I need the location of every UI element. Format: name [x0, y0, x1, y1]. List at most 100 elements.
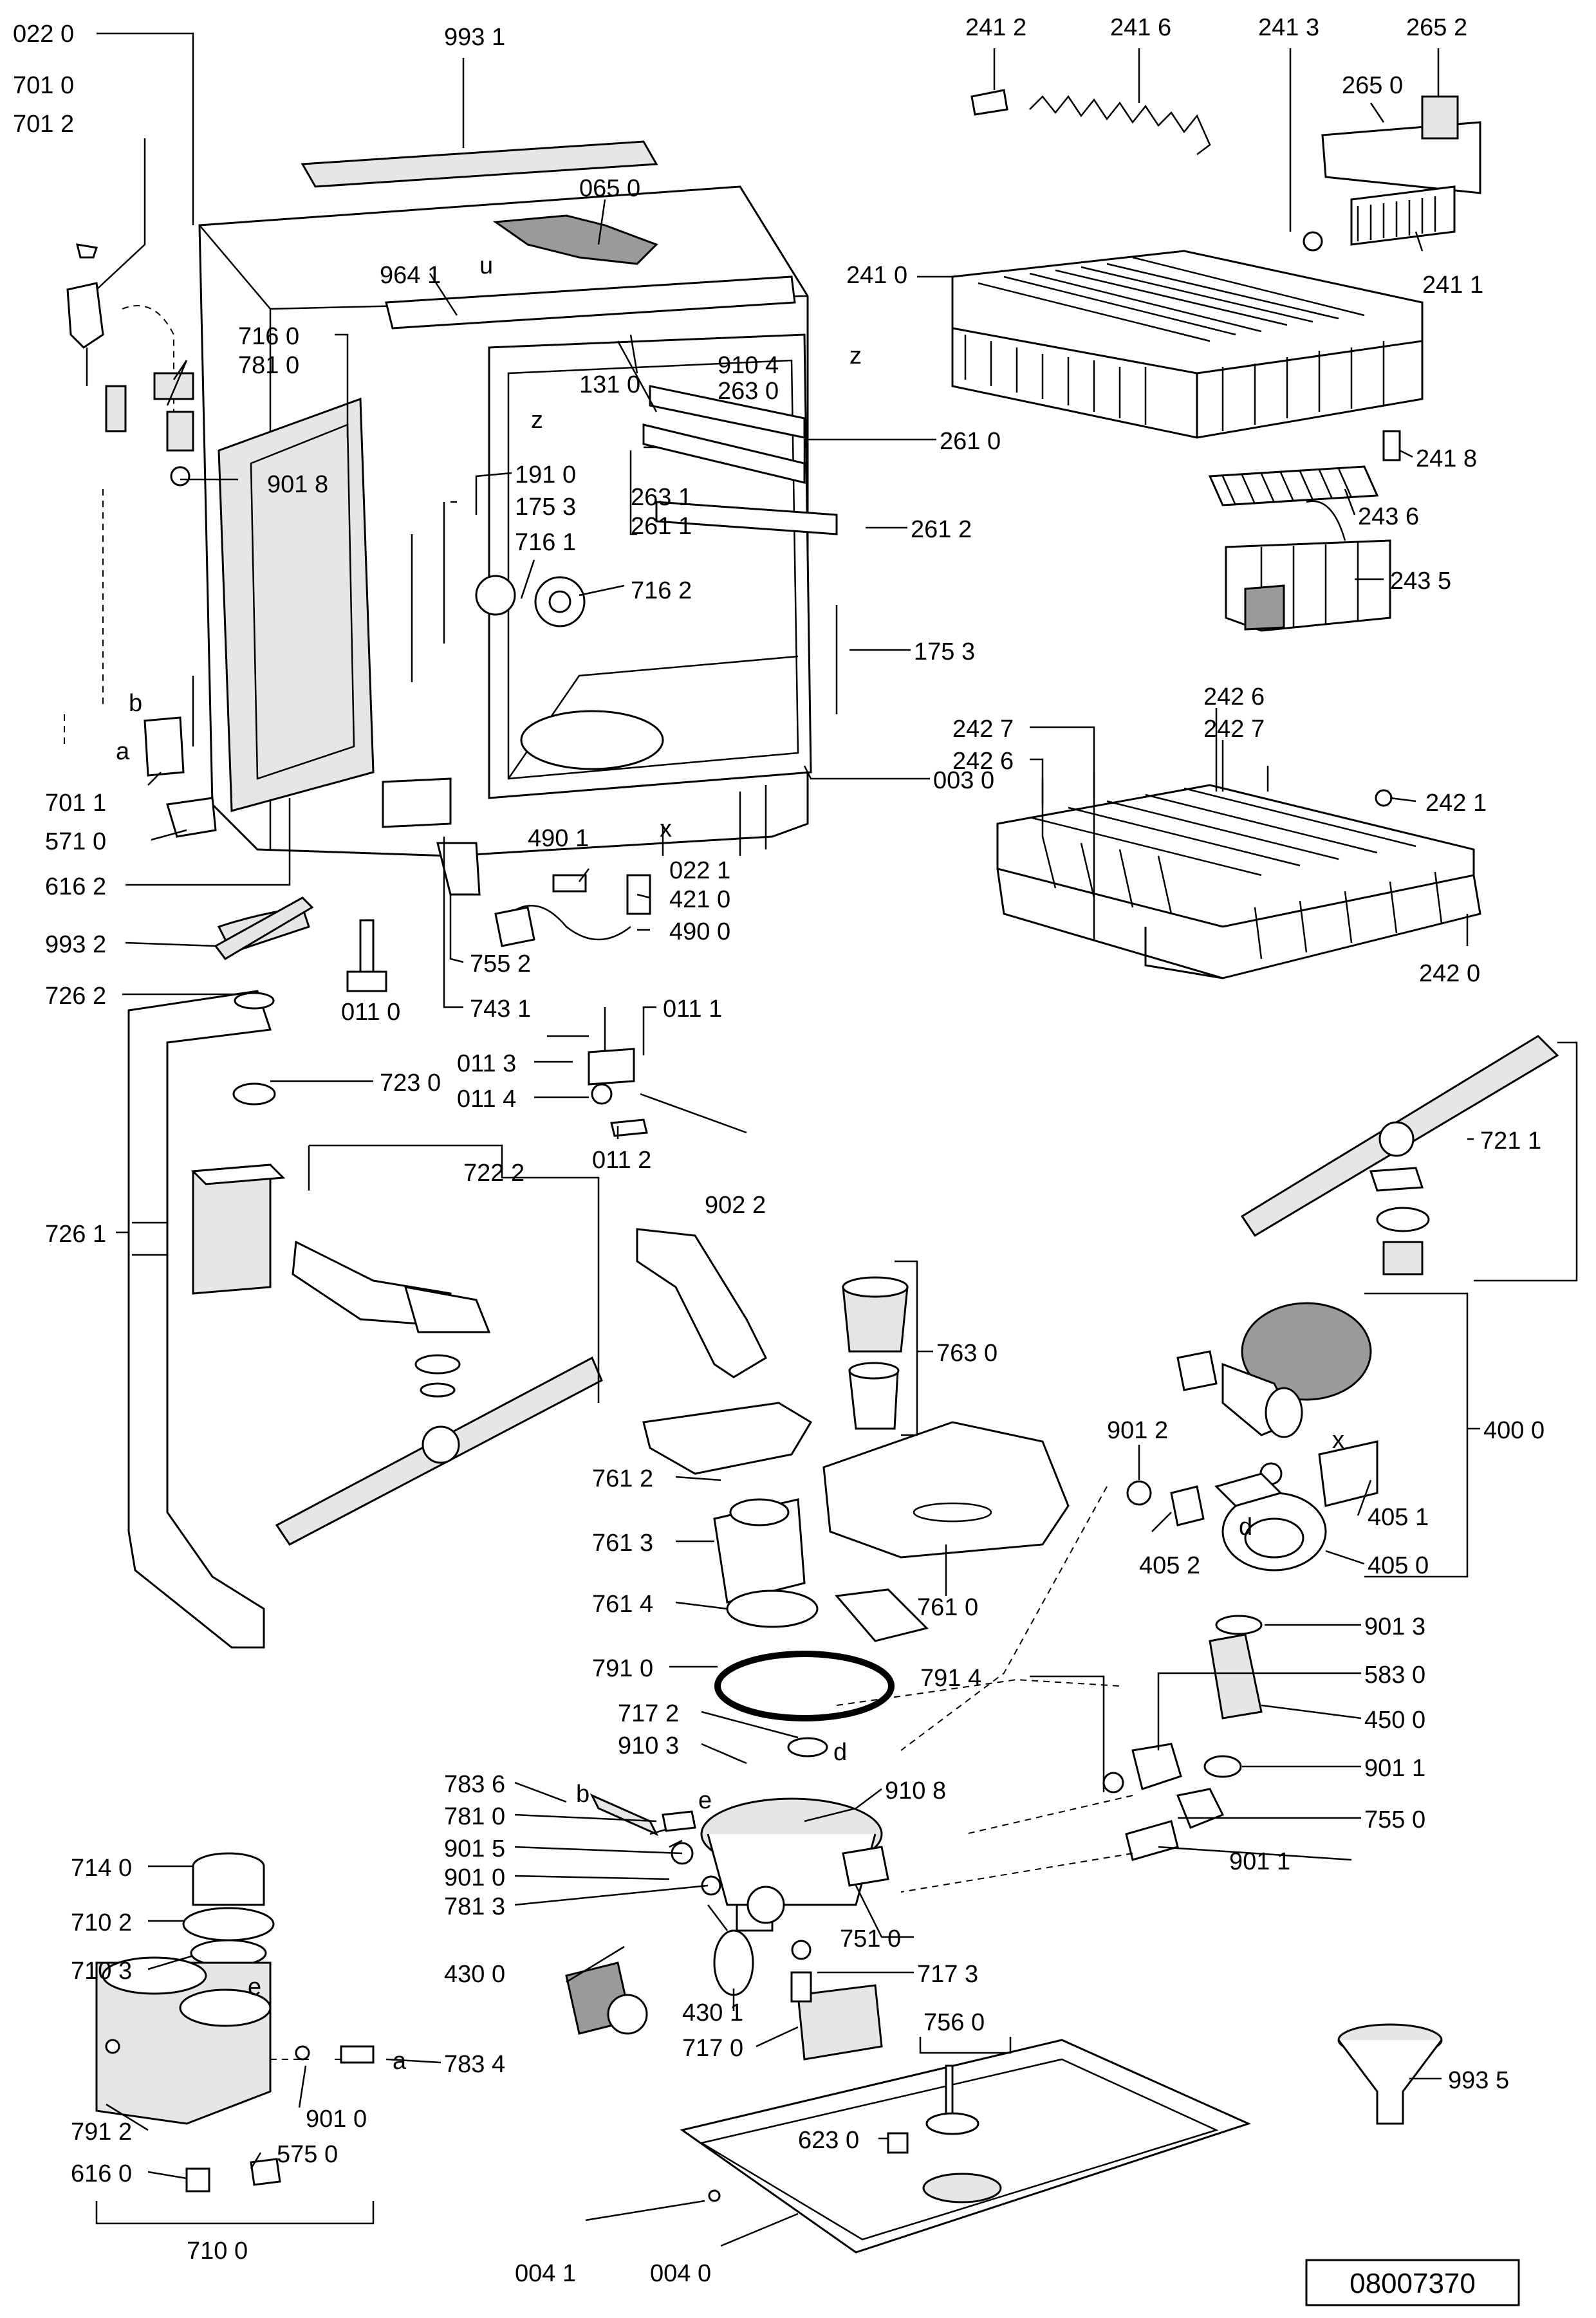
cabinet-shell [192, 140, 838, 857]
part-label: 755 0 [1364, 1806, 1425, 1833]
lower-rack [996, 766, 1481, 979]
letter-mark: b [576, 1781, 589, 1808]
heater-block [790, 1940, 883, 2061]
letter-mark: x [1332, 1427, 1344, 1454]
spray-arm [1240, 1035, 1559, 1275]
part-label: 761 2 [592, 1465, 653, 1492]
part-label: 011 2 [592, 1147, 651, 1174]
letter-mark: z [531, 407, 543, 434]
part-label: 616 2 [45, 873, 106, 900]
part-label: 263 0 [718, 378, 779, 405]
part-label: 964 1 [380, 262, 441, 289]
part-label: 191 0 [515, 461, 576, 488]
part-labels: 022 0 701 0 701 2 993 1 065 0 964 1 716 … [13, 14, 1545, 2287]
part-label: 261 0 [940, 428, 1001, 455]
part-label: 993 2 [45, 931, 106, 958]
part-label: 243 5 [1390, 568, 1451, 595]
letter-mark: x [660, 815, 672, 842]
letter-mark: a [116, 738, 130, 765]
inlet-valve-assembly [64, 243, 217, 838]
part-label: 783 4 [444, 2051, 505, 2078]
part-label: 623 0 [798, 2127, 859, 2154]
part-label: 421 0 [669, 886, 730, 913]
part-label: 011 0 [341, 999, 400, 1026]
leader-lines [95, 32, 1578, 2247]
lower-spray-arm [275, 1356, 603, 1546]
part-label: 717 2 [618, 1700, 679, 1727]
part-label: 791 4 [920, 1665, 981, 1692]
part-label: 004 0 [650, 2260, 711, 2287]
part-label: 910 4 [718, 352, 779, 379]
part-label: 716 2 [631, 577, 692, 604]
part-label: 261 2 [911, 516, 972, 543]
part-label: 265 2 [1406, 14, 1467, 41]
part-label: 265 0 [1342, 72, 1403, 99]
part-label: 902 2 [705, 1192, 766, 1219]
part-label: 791 2 [71, 2119, 132, 2146]
part-label: 901 0 [306, 2106, 367, 2133]
part-label: 901 2 [1107, 1417, 1168, 1444]
part-label: 571 0 [45, 828, 106, 855]
part-label: 583 0 [1364, 1662, 1425, 1689]
part-label: 710 2 [71, 1909, 132, 1936]
part-label: 901 0 [444, 1864, 505, 1891]
part-label: 242 6 [952, 748, 1014, 775]
part-label: 717 0 [682, 2035, 743, 2062]
part-label: 400 0 [1483, 1417, 1545, 1444]
part-label: 490 1 [528, 825, 589, 852]
part-label: 910 3 [618, 1732, 679, 1759]
part-label: 993 5 [1448, 2067, 1509, 2094]
letter-marks: u z z x x b a d d b e e a [116, 252, 1344, 2075]
leg-assembly [588, 1007, 747, 1137]
water-pipe [127, 990, 276, 1649]
part-label: 721 1 [1480, 1127, 1541, 1154]
part-label: 901 8 [267, 471, 328, 498]
part-label: 022 0 [13, 21, 74, 48]
letter-mark: b [129, 690, 142, 717]
part-label: 242 7 [1203, 716, 1265, 743]
part-label: 241 1 [1422, 272, 1483, 299]
sump [649, 1797, 889, 1932]
part-label: 701 2 [13, 111, 74, 138]
part-label: 726 2 [45, 983, 106, 1010]
circulation-pump [1126, 1302, 1378, 1572]
part-label: 011 4 [457, 1086, 516, 1113]
part-label: 241 2 [965, 14, 1026, 41]
part-label: 901 3 [1364, 1613, 1425, 1640]
letter-mark: e [248, 1974, 261, 2001]
spanner-tool [214, 896, 314, 960]
part-label: 716 1 [515, 529, 576, 556]
part-label: 241 3 [1258, 14, 1319, 41]
part-label: 405 2 [1139, 1552, 1200, 1579]
part-label: 430 1 [682, 1999, 743, 2026]
part-label: 761 4 [592, 1591, 653, 1618]
part-label: 616 0 [71, 2160, 132, 2187]
cutlery-basket [1208, 465, 1391, 632]
part-label: 723 0 [380, 1070, 441, 1097]
part-label: 783 6 [444, 1771, 505, 1798]
part-label: 717 3 [917, 1961, 978, 1988]
part-label: 791 0 [592, 1655, 653, 1682]
part-label: 761 3 [592, 1530, 653, 1557]
part-label: 065 0 [579, 175, 640, 202]
part-label: 242 1 [1425, 790, 1487, 817]
part-label: 242 6 [1203, 683, 1265, 710]
part-label: 575 0 [277, 2141, 338, 2168]
part-label: 781 3 [444, 1893, 505, 1920]
part-label: 901 1 [1229, 1848, 1290, 1875]
part-label: 263 1 [631, 484, 692, 511]
part-label: 781 0 [444, 1803, 505, 1830]
upper-rack-accessories [970, 89, 1481, 461]
part-label: 751 0 [840, 1925, 901, 1952]
part-label: 175 3 [515, 494, 576, 521]
letter-mark: d [833, 1739, 847, 1766]
document-number: 08007370 [1350, 2268, 1476, 2299]
part-label: 022 1 [669, 857, 730, 884]
part-label: 004 1 [515, 2260, 576, 2287]
funnel [1337, 2023, 1443, 2125]
document-number-box: 08007370 [1305, 2259, 1520, 2306]
part-label: 430 0 [444, 1961, 505, 1988]
sump-seal [714, 1651, 895, 1757]
part-label: 743 1 [470, 996, 531, 1023]
